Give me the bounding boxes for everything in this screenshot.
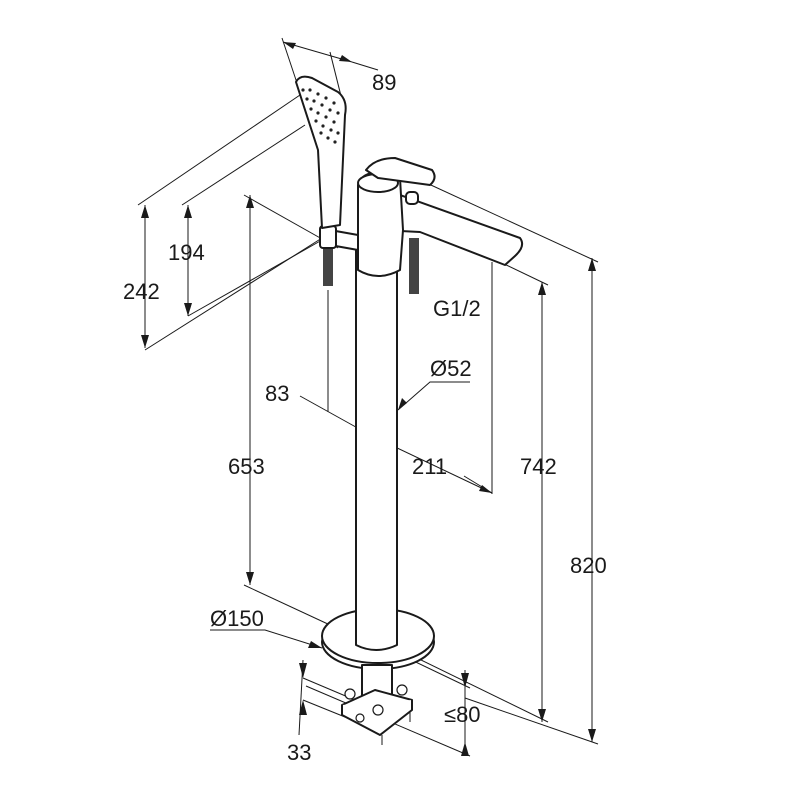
dim-label-column-diameter: Ø52 [430, 356, 472, 381]
spout [371, 184, 524, 266]
dim-label-242: 242 [123, 279, 160, 304]
dim-label-194: 194 [168, 240, 205, 265]
lever-handle [365, 157, 436, 186]
shower-holder [319, 225, 337, 249]
dim-label-89: 89 [372, 70, 396, 95]
dim-label-thread: G1/2 [433, 296, 481, 321]
dim-label-33: 33 [287, 740, 311, 765]
dimension-labels: 89 194 242 G1/2 Ø52 83 211 653 742 820 Ø… [123, 70, 607, 765]
dim-label-base-diameter: Ø150 [210, 606, 264, 631]
dim-label-742: 742 [520, 454, 557, 479]
dim-label-83: 83 [265, 381, 289, 406]
dim-label-653: 653 [228, 454, 265, 479]
dim-label-80: ≤80 [444, 702, 481, 727]
supply-hose-right [409, 238, 419, 294]
dim-label-211: 211 [412, 454, 447, 479]
column [355, 249, 398, 651]
diverter-knob [405, 191, 419, 205]
dim-label-820: 820 [570, 553, 607, 578]
supply-hose-left [323, 244, 333, 286]
faucet [295, 75, 524, 745]
spray-nozzles [301, 88, 340, 144]
hand-shower [295, 75, 347, 229]
